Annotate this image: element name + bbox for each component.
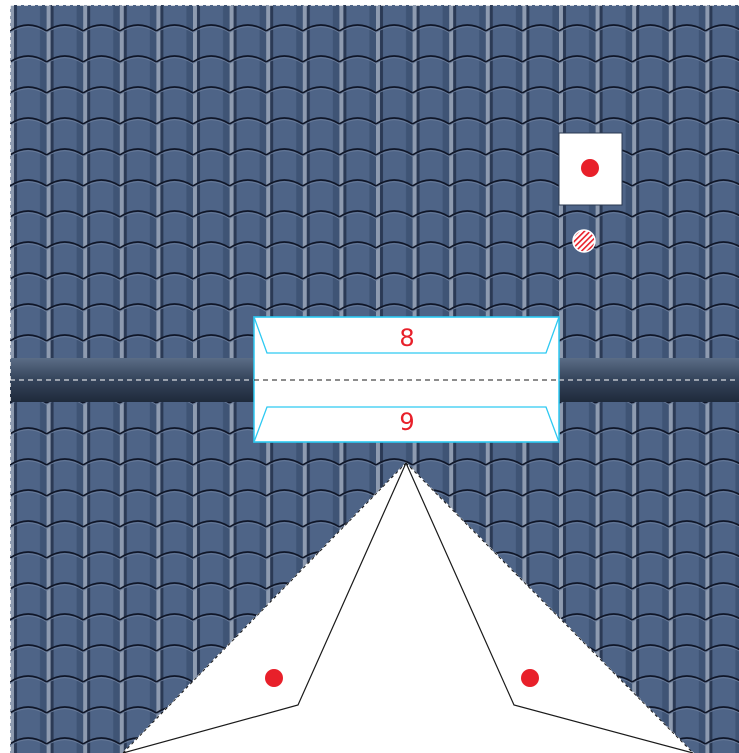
- hatched-circle-icon: [573, 230, 595, 252]
- red-dot-icon: [521, 669, 539, 687]
- red-dot-icon: [581, 159, 599, 177]
- upper-face-label: 8: [399, 324, 414, 352]
- red-dot-icon: [265, 669, 283, 687]
- ridge-cutout: 8 9: [254, 317, 559, 442]
- roof-upper-plane: [10, 5, 739, 360]
- lower-face-label: 9: [399, 408, 414, 436]
